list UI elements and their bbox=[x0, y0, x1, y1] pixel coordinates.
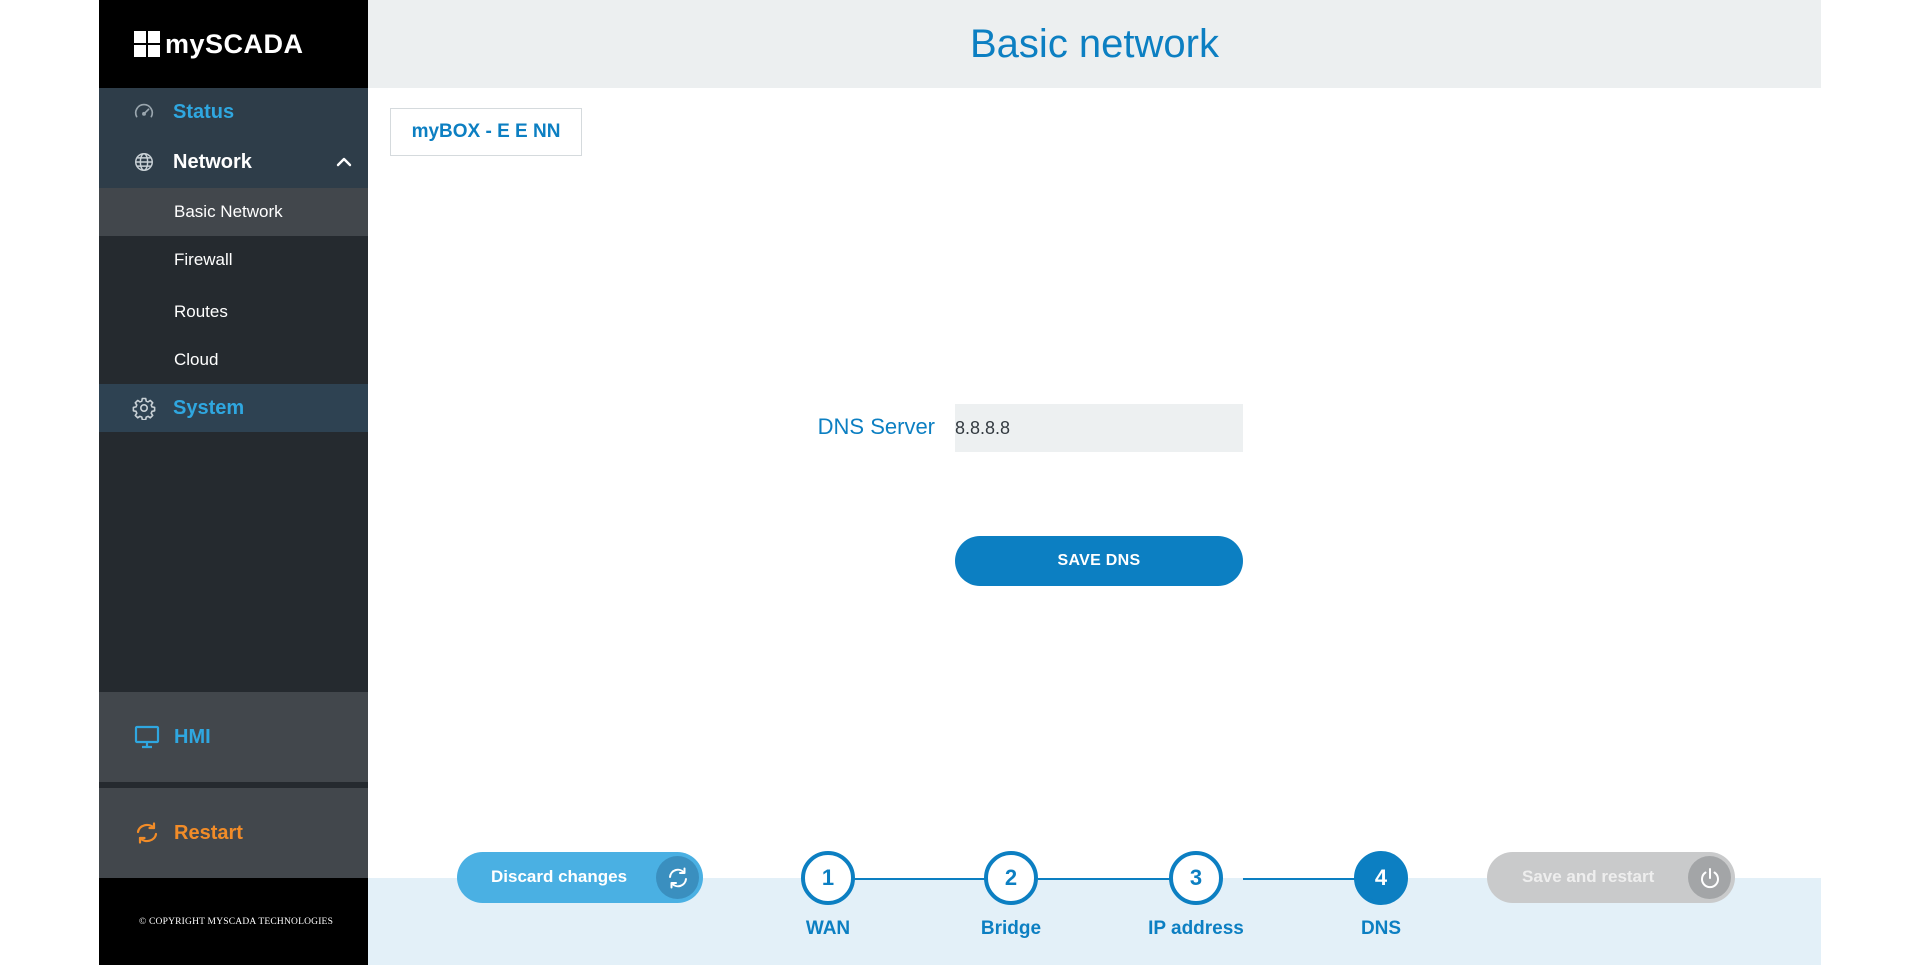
step-connector bbox=[1243, 878, 1395, 880]
device-tab[interactable]: myBOX - E E NN bbox=[390, 108, 582, 156]
step-connector bbox=[1038, 878, 1190, 880]
step-4-dns[interactable]: 4 bbox=[1354, 851, 1408, 905]
dns-server-label: DNS Server bbox=[817, 414, 935, 439]
sidebar-item-label: Status bbox=[173, 100, 235, 123]
logo[interactable]: mySCADA bbox=[99, 0, 368, 88]
sidebar-subitem-basic-network[interactable]: Basic Network bbox=[99, 188, 368, 236]
dns-server-input[interactable] bbox=[955, 404, 1243, 452]
gear-icon bbox=[132, 396, 156, 420]
sidebar-item-label: System bbox=[173, 396, 245, 419]
page-header: Basic network bbox=[368, 0, 1821, 88]
step-label-ip-address: IP address bbox=[1148, 918, 1244, 939]
step-1-wan[interactable]: 1 bbox=[801, 851, 855, 905]
step-2-bridge[interactable]: 2 bbox=[984, 851, 1038, 905]
copyright-footer: © COPYRIGHT MYSCADA TECHNOLOGIES bbox=[99, 878, 368, 965]
step-connector bbox=[833, 878, 985, 880]
speedometer-icon bbox=[132, 100, 156, 124]
sidebar-nav: Status Network Basic Network Firewall Ro… bbox=[99, 88, 368, 432]
sidebar-item-status[interactable]: Status bbox=[99, 88, 368, 136]
discard-changes-label: Discard changes bbox=[491, 867, 628, 886]
page-title: Basic network bbox=[970, 21, 1219, 66]
sidebar-subitem-cloud[interactable]: Cloud bbox=[174, 350, 219, 369]
discard-changes-button[interactable]: Discard changes bbox=[457, 852, 703, 903]
sidebar-item-system[interactable]: System bbox=[99, 384, 368, 432]
power-icon bbox=[1688, 856, 1731, 899]
step-label-dns: DNS bbox=[1360, 918, 1402, 939]
sidebar-item-restart[interactable]: Restart bbox=[99, 788, 368, 878]
chevron-up-icon[interactable] bbox=[334, 152, 354, 172]
globe-icon bbox=[132, 150, 156, 174]
step-label-bridge: Bridge bbox=[980, 918, 1042, 939]
save-and-restart-label: Save and restart bbox=[1522, 867, 1655, 886]
sidebar-subitem-firewall[interactable]: Firewall bbox=[174, 250, 233, 269]
sidebar-item-label: Restart bbox=[174, 822, 243, 844]
sidebar-subitem-routes[interactable]: Routes bbox=[174, 302, 228, 321]
logo-text: mySCADA bbox=[165, 28, 304, 59]
monitor-icon bbox=[134, 725, 160, 754]
refresh-icon bbox=[656, 856, 699, 899]
sidebar-item-label: HMI bbox=[174, 726, 211, 748]
refresh-icon bbox=[134, 821, 160, 850]
logo-mark-icon bbox=[134, 31, 160, 57]
sidebar-item-network[interactable]: Network bbox=[99, 136, 368, 188]
copyright-text: © COPYRIGHT MYSCADA TECHNOLOGIES bbox=[139, 916, 334, 927]
save-dns-button[interactable]: SAVE DNS bbox=[955, 536, 1243, 586]
step-label-wan: WAN bbox=[805, 918, 851, 939]
sidebar-item-label: Network bbox=[173, 150, 252, 173]
save-and-restart-button[interactable]: Save and restart bbox=[1487, 852, 1735, 903]
sidebar-item-hmi[interactable]: HMI bbox=[99, 692, 368, 782]
step-3-ip-address[interactable]: 3 bbox=[1169, 851, 1223, 905]
sidebar: mySCADA Status Network bbox=[99, 0, 368, 965]
